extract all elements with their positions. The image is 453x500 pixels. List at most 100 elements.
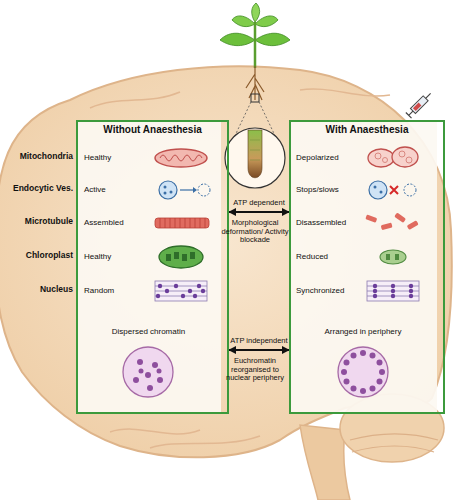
arrow-note: Euchromatin reorganised to nuclear perip… — [219, 357, 291, 383]
brain-outline-part — [0, 66, 452, 457]
state-label: Healthy — [84, 252, 148, 261]
arrow-label: ATP dependent — [223, 199, 295, 208]
chromatin-synchronized-part — [391, 289, 395, 293]
syringe-icon — [406, 91, 434, 119]
mitochondria-depolarized-part — [375, 153, 381, 159]
chromatin-random-part — [201, 289, 205, 293]
mitochondria-depolarized-part — [406, 157, 412, 163]
chromatin-synchronized-part — [409, 289, 413, 293]
state-label: Reduced — [296, 252, 362, 261]
mitochondria-depolarized-part — [399, 151, 405, 157]
vesicle-active-part — [164, 186, 167, 189]
nucleus-periphery-part — [344, 379, 350, 385]
chromatin-random-part — [188, 289, 192, 293]
syringe-icon-part — [406, 91, 434, 119]
seedling-part — [252, 3, 260, 22]
mitochondria-healthy-part — [160, 155, 202, 161]
microtubule-assembled-part — [155, 218, 209, 228]
arrow-note: Morphological deformation/ Activity bloc… — [219, 219, 291, 245]
chloroplast-reduced-part — [380, 250, 406, 264]
mitochondria-healthy-part — [155, 149, 207, 167]
microtubule-assembled-part — [160, 218, 205, 228]
nucleus-dispersed — [123, 347, 173, 397]
nucleus-periphery-part — [370, 353, 376, 359]
chromatin-random-part — [197, 284, 201, 288]
nucleus-periphery-part — [360, 388, 366, 394]
chloroplast-reduced-part — [386, 254, 390, 260]
microtubule-disassembled-part — [394, 212, 406, 222]
vesicle-stopped-part — [390, 186, 398, 194]
nucleus-periphery-part — [341, 369, 347, 375]
state-label: Arranged in periphery — [293, 327, 433, 336]
chromatin-random-part — [156, 294, 160, 298]
vesicle-stopped-part — [369, 181, 387, 199]
brain-outline — [0, 66, 452, 500]
chromatin-synchronized-part — [409, 284, 413, 288]
chromatin-random-part — [193, 294, 197, 298]
nucleus-dispersed-part — [147, 385, 153, 391]
root-magnifier-part — [251, 94, 259, 102]
nucleus-dispersed-part — [139, 369, 144, 374]
nucleus-dispersed-part — [157, 377, 163, 383]
state-label: Active — [84, 185, 148, 194]
panel-heading: With Anaesthesia — [291, 122, 443, 135]
double-arrow — [229, 211, 289, 213]
chromatin-random-part — [158, 284, 162, 288]
mitochondria-depolarized-part — [392, 147, 418, 167]
chloroplast-healthy-part — [159, 246, 203, 268]
state-label: Healthy — [84, 153, 148, 162]
chloroplast-healthy-part — [166, 254, 171, 261]
panel-heading: Without Anaesthesia — [78, 122, 227, 135]
brain-outline-part — [150, 436, 260, 448]
chromatin-synchronized-part — [391, 284, 395, 288]
nucleus-dispersed-part — [133, 377, 139, 383]
seedling-part — [220, 33, 255, 45]
row-label: Chloroplast — [2, 251, 73, 261]
mitochondria-healthy — [155, 149, 207, 167]
nucleus-periphery-part — [370, 386, 376, 392]
microtubule-disassembled — [365, 212, 418, 230]
row-label: Microtubule — [2, 217, 73, 227]
chromatin-random-part — [181, 294, 185, 298]
chromatin-synchronized-part — [367, 281, 419, 301]
chloroplast-healthy-part — [190, 252, 195, 259]
vesicle-stopped-part — [404, 184, 416, 196]
chloroplast-healthy-part — [182, 254, 187, 261]
panel-box: Without Anaesthesia — [76, 120, 229, 414]
panel-ground-part — [76, 120, 221, 414]
chloroplast-healthy-part — [174, 252, 179, 259]
arrow-label: ATP independent — [223, 337, 295, 346]
microtubule-disassembled-part — [407, 220, 419, 230]
panel-ground-part — [289, 120, 437, 414]
root-magnifier-part — [248, 130, 262, 178]
vesicle-active-part — [198, 184, 210, 196]
vesicle-active-part — [180, 189, 193, 190]
nucleus-periphery-part — [377, 360, 383, 366]
chromatin-random-part — [165, 289, 169, 293]
chromatin-synchronized — [367, 281, 419, 301]
row-label: Nucleus — [2, 285, 73, 295]
chromatin-random-part — [174, 284, 178, 288]
chromatin-synchronized-part — [409, 294, 413, 298]
chromatin-synchronized-part — [373, 289, 377, 293]
row-label: Mitochondria — [2, 152, 73, 162]
brain-outline-part — [110, 429, 200, 434]
seedling-part — [255, 33, 290, 45]
row-label: Endocytic Ves. — [2, 184, 73, 194]
state-label: Stops/slows — [296, 185, 362, 194]
mitochondria-depolarized-part — [368, 149, 394, 167]
seedling — [220, 3, 290, 100]
chloroplast-healthy — [159, 246, 203, 268]
vesicle-active-part — [159, 181, 177, 199]
brain-outline-part — [352, 446, 434, 452]
nucleus-dispersed-part — [152, 362, 158, 368]
panel-ground — [76, 120, 437, 414]
nucleus-periphery-part — [360, 350, 366, 356]
root-magnifier-part — [225, 128, 285, 188]
nucleus-dispersed-part — [145, 372, 151, 378]
nucleus-periphery-part — [351, 353, 357, 359]
state-label: Synchronized — [296, 286, 362, 295]
microtubule-disassembled-part — [381, 223, 393, 231]
chromatin-synchronized-part — [373, 284, 377, 288]
